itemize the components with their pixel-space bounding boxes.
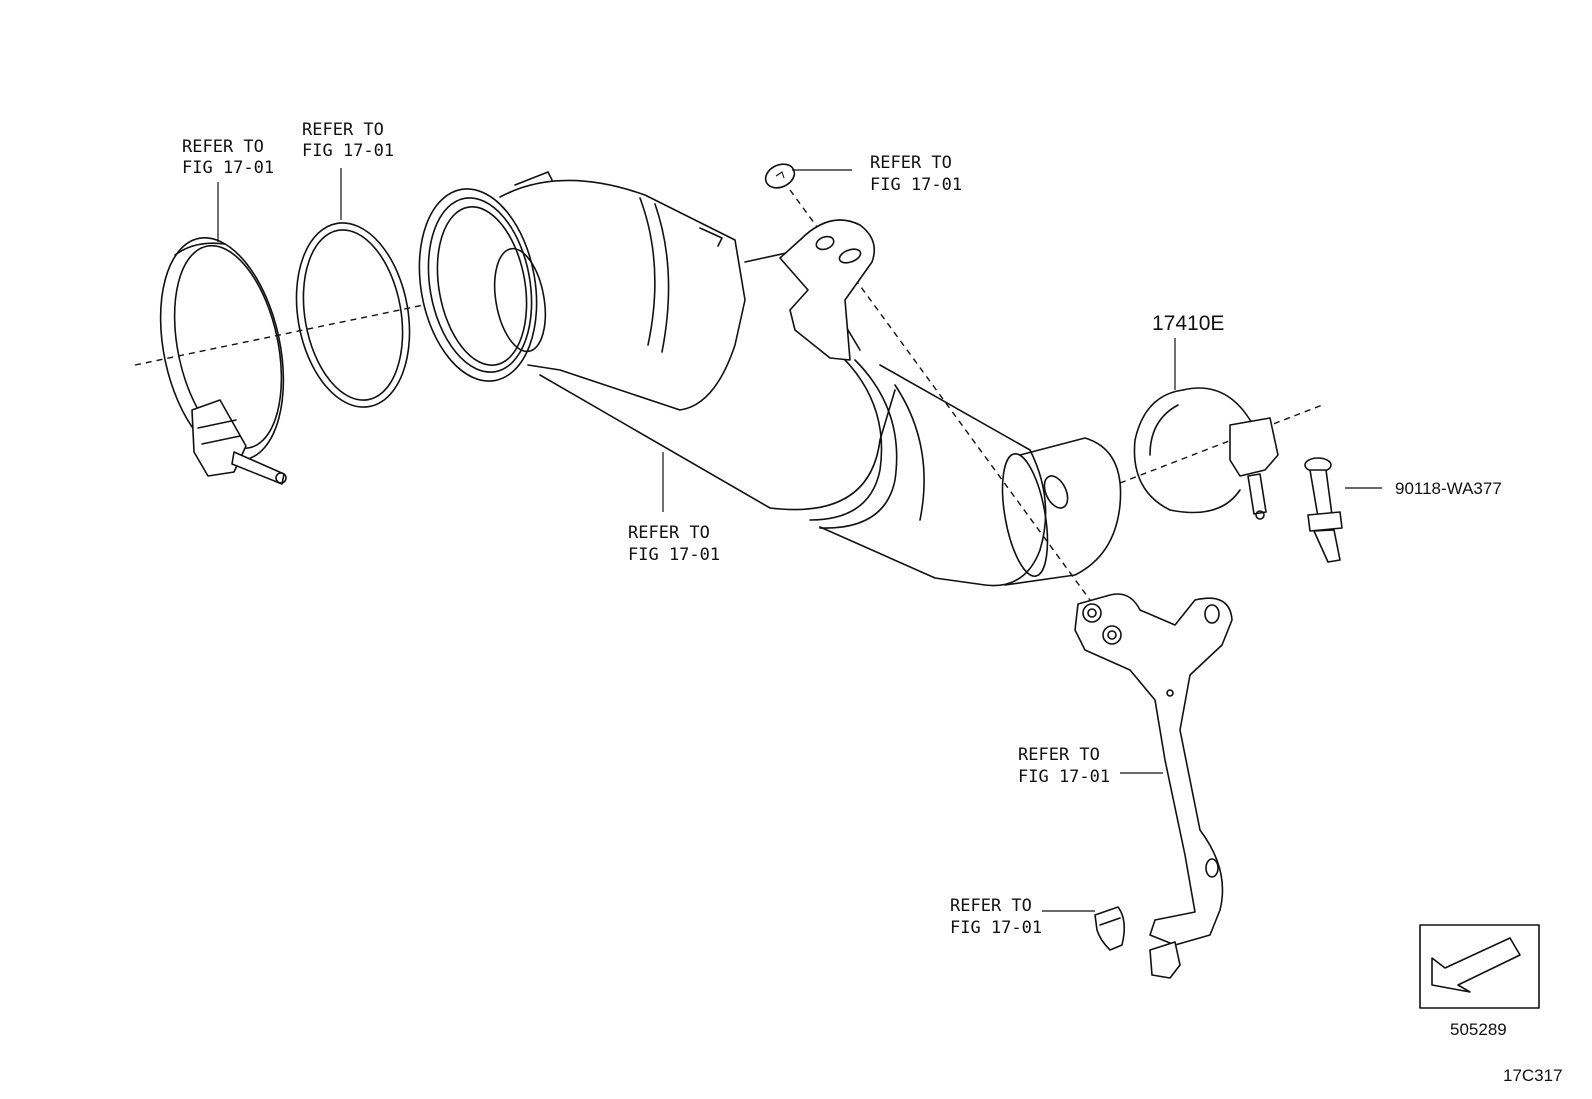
bottom-clip bbox=[1094, 906, 1126, 951]
callout-converter-line1: REFER TO bbox=[628, 523, 710, 543]
callout-stay-line1: REFER TO bbox=[1018, 745, 1100, 765]
callout-clip-line1: REFER TO bbox=[950, 896, 1032, 916]
part-number-17410e: 17410E bbox=[1152, 312, 1224, 335]
assembly-axes bbox=[134, 189, 1326, 601]
callout-converter-line2: FIG 17-01 bbox=[628, 545, 720, 565]
left-band-clamp bbox=[159, 237, 287, 485]
locator-reference-number: 505289 bbox=[1450, 1020, 1507, 1039]
right-band-clamp bbox=[1133, 387, 1279, 520]
callout-washer-line1: REFER TO bbox=[870, 153, 952, 173]
top-washer bbox=[764, 163, 796, 189]
gasket-ring bbox=[295, 222, 411, 408]
callout-gasket-line1: REFER TO bbox=[302, 120, 384, 140]
stay-bracket bbox=[1074, 593, 1233, 979]
leader-lines bbox=[217, 168, 1382, 912]
callout-stay-line2: FIG 17-01 bbox=[1018, 767, 1110, 787]
catalytic-converter bbox=[418, 171, 1122, 587]
flange-bolt bbox=[1304, 457, 1343, 563]
callout-clamp-left-line2: FIG 17-01 bbox=[182, 158, 274, 178]
callout-clip-line2: FIG 17-01 bbox=[950, 918, 1042, 938]
callout-washer-line2: FIG 17-01 bbox=[870, 175, 962, 195]
figure-id: 17C317 bbox=[1503, 1066, 1563, 1085]
part-number-bolt: 90118-WA377 bbox=[1395, 479, 1502, 498]
direction-arrow-icon bbox=[1419, 924, 1540, 1009]
callout-clamp-left-line1: REFER TO bbox=[182, 137, 264, 157]
callout-gasket-line2: FIG 17-01 bbox=[302, 141, 394, 161]
